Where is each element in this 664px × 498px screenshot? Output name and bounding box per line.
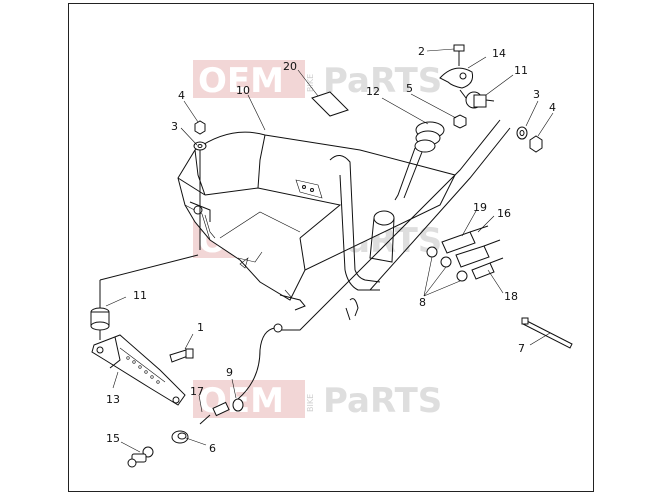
callout-14: 14	[492, 47, 506, 60]
fittings-group	[426, 225, 504, 282]
washer-right-hole	[519, 130, 525, 136]
callout-18: 18	[504, 290, 518, 303]
callout-20: 20	[283, 60, 297, 73]
callout-2: 2	[418, 45, 425, 58]
callout-13: 13	[106, 393, 120, 406]
mount-leader	[99, 254, 199, 281]
strap-cable	[280, 119, 501, 331]
mounting-bracket	[91, 334, 186, 406]
callout-7: 7	[518, 342, 525, 355]
callout-19: 19	[473, 201, 487, 214]
nut-left	[194, 120, 206, 135]
callout-16: 16	[497, 207, 511, 220]
callout-9: 9	[226, 366, 233, 379]
strap-cable-2	[369, 127, 511, 291]
vent-tube	[329, 155, 395, 321]
rubber-mount-bottom	[90, 296, 110, 340]
leader-lines	[105, 48, 554, 453]
callout-4-left: 4	[178, 89, 185, 102]
callout-labels: 1 2 3 3 4 4 5 6 7 8 9 10 11 11 12 13 14 …	[106, 45, 556, 455]
watermark-parts: PaRTS	[323, 381, 442, 421]
callout-15: 15	[106, 432, 120, 445]
washer-left-hole	[197, 144, 203, 148]
watermark-bike: BIKE	[306, 394, 315, 412]
battery-strap	[394, 121, 445, 201]
cable-tie-7	[521, 317, 573, 349]
watermark-bike: BIKE	[306, 74, 315, 92]
watermark-oem: OEM	[198, 61, 284, 101]
bolt-1	[169, 348, 194, 363]
callout-4-right: 4	[549, 101, 556, 114]
callout-10: 10	[236, 84, 250, 97]
nut-5	[453, 114, 467, 129]
callout-5: 5	[406, 82, 413, 95]
watermark-top: OEM BIKE PaRTS	[193, 60, 442, 101]
callout-8: 8	[419, 296, 426, 309]
callout-3-right: 3	[533, 88, 540, 101]
hook-bracket	[439, 67, 473, 89]
pad-20	[311, 91, 349, 117]
tube-17	[199, 401, 230, 425]
callout-3-left: 3	[171, 120, 178, 133]
nut-right	[529, 135, 543, 153]
clamp-6	[171, 430, 189, 444]
callout-11-bottom: 11	[133, 289, 147, 302]
plug-15	[127, 446, 154, 468]
watermark-parts: PaRTS	[323, 61, 442, 101]
hose-clip-9	[232, 323, 283, 412]
callout-12: 12	[366, 85, 380, 98]
callout-11-top: 11	[514, 64, 528, 77]
callout-1: 1	[197, 321, 204, 334]
bolt-top	[453, 44, 465, 66]
rubber-mount-top	[459, 89, 495, 109]
watermark-bottom: OEM BIKE PaRTS	[193, 380, 442, 421]
callout-17: 17	[190, 385, 204, 398]
callout-6: 6	[209, 442, 216, 455]
